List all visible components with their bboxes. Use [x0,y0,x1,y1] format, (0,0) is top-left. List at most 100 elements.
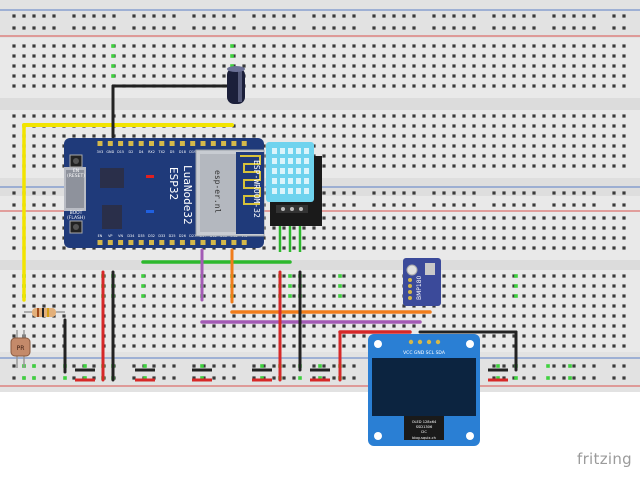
breadboard-hole [72,344,76,348]
breadboard-hole [62,114,66,118]
breadboard-hole [222,134,226,138]
esp32-pin [200,240,206,245]
breadboard-hole [522,74,526,78]
breadboard-hole [492,54,496,58]
connected-hole [83,376,87,380]
breadboard-hole [152,304,156,308]
connected-hole [200,376,204,380]
breadboard-hole [92,64,96,68]
breadboard-hole [542,226,546,230]
breadboard-hole [402,226,406,230]
breadboard-hole [12,203,16,207]
breadboard-hole [52,144,56,148]
breadboard-hole [312,64,316,68]
breadboard-hole [202,64,206,68]
breadboard-hole [52,191,56,195]
breadboard-hole [332,164,336,168]
breadboard-hole [492,154,496,158]
breadboard-hole [342,114,346,118]
photoresistor-label: PR [17,345,25,352]
breadboard-hole [542,44,546,48]
breadboard-hole [512,134,516,138]
dht-vent-slot [272,168,277,174]
breadboard-hole [382,226,386,230]
breadboard-hole [322,364,326,368]
esp32-pin-label: D15 [117,150,124,154]
breadboard-hole [422,226,426,230]
breadboard-hole [442,284,446,288]
breadboard-hole [452,226,456,230]
breadboard-hole [52,26,56,30]
breadboard-hole [512,226,516,230]
breadboard-hole [592,26,596,30]
breadboard-hole [452,144,456,148]
breadboard-hole [622,304,626,308]
breadboard-hole [612,44,616,48]
connected-hole [318,376,322,380]
breadboard-hole [52,236,56,240]
breadboard-hole [622,314,626,318]
breadboard-hole [572,376,576,380]
breadboard-hole [462,304,466,308]
breadboard-hole [212,134,216,138]
breadboard-hole [162,294,166,298]
breadboard-hole [22,26,26,30]
breadboard-hole [32,304,36,308]
breadboard-hole [452,294,456,298]
breadboard-hole [342,54,346,58]
breadboard-hole [532,284,536,288]
breadboard-hole [372,203,376,207]
breadboard-hole [522,334,526,338]
breadboard-hole [552,294,556,298]
breadboard-hole [382,144,386,148]
breadboard-hole [292,284,296,288]
breadboard-hole [192,324,196,328]
breadboard-hole [12,314,16,318]
breadboard-hole [172,304,176,308]
breadboard-hole [252,114,256,118]
breadboard-hole [592,14,596,18]
breadboard-hole [382,44,386,48]
breadboard-hole [302,44,306,48]
breadboard-hole [532,74,536,78]
breadboard-hole [492,134,496,138]
breadboard-hole [452,246,456,250]
breadboard-hole [212,334,216,338]
breadboard-hole [252,134,256,138]
breadboard-hole [622,216,626,220]
breadboard-hole [512,84,516,88]
breadboard-hole [152,376,156,380]
breadboard-hole [132,314,136,318]
breadboard-hole [412,114,416,118]
breadboard-hole [32,84,36,88]
breadboard-hole [42,191,46,195]
breadboard-hole [12,26,16,30]
breadboard-hole [82,74,86,78]
breadboard-hole [612,154,616,158]
breadboard-hole [152,26,156,30]
breadboard-separator-1 [0,98,640,110]
breadboard-hole [372,84,376,88]
breadboard-hole [482,246,486,250]
breadboard-hole [542,164,546,168]
breadboard-hole [172,114,176,118]
breadboard-hole [602,246,606,250]
breadboard-hole [392,64,396,68]
breadboard-hole [92,44,96,48]
breadboard-hole [322,74,326,78]
breadboard-hole [12,144,16,148]
breadboard-hole [252,84,256,88]
breadboard-hole [442,246,446,250]
dht-vent-grid [272,148,309,194]
breadboard-hole [132,294,136,298]
breadboard-hole [52,74,56,78]
breadboard-hole [352,284,356,288]
breadboard-hole [522,304,526,308]
breadboard-hole [322,324,326,328]
breadboard-hole [192,74,196,78]
breadboard-hole [282,44,286,48]
breadboard-hole [612,54,616,58]
breadboard-hole [242,124,246,128]
breadboard-hole [332,26,336,30]
breadboard-hole [92,114,96,118]
